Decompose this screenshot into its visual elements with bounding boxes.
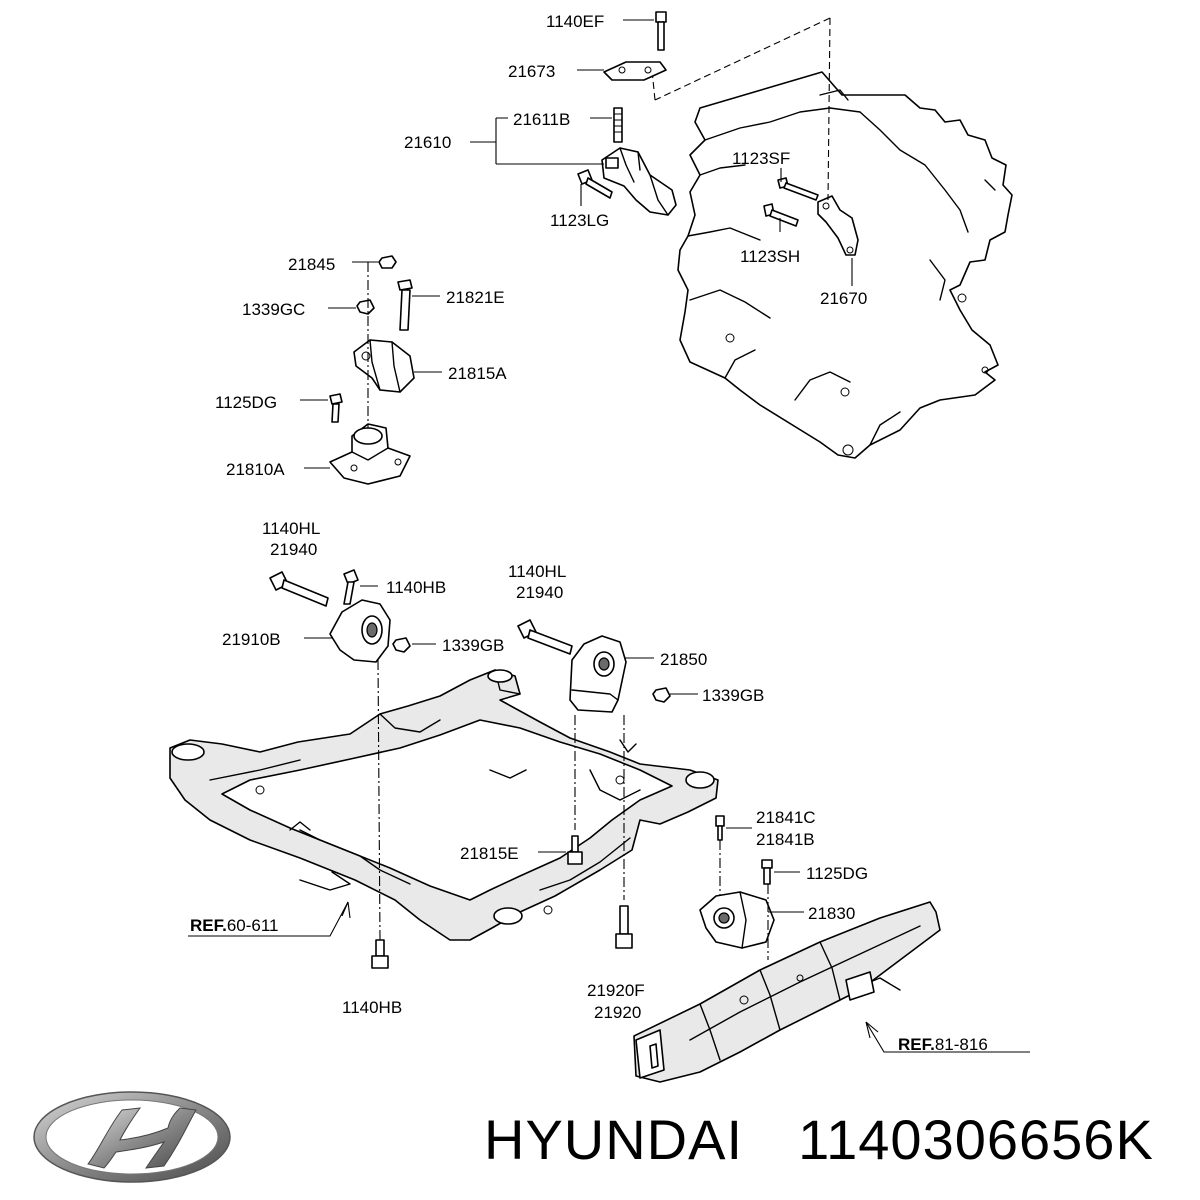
bolt-1123SF xyxy=(777,177,819,201)
label-21920F: 21920F xyxy=(587,981,645,1000)
bolt-1125DG-lower xyxy=(761,859,773,885)
label-1140HB-lower: 1140HB xyxy=(342,998,402,1017)
bolt-1125DG-upper xyxy=(329,393,343,423)
bolt-1140HB-upper xyxy=(343,569,359,605)
mount-21830 xyxy=(699,891,775,949)
bolt-1140HB-lower xyxy=(371,939,389,969)
label-21810A: 21810A xyxy=(226,460,285,479)
label-1339GB-right: 1339GB xyxy=(702,686,764,705)
bolt-1123SH xyxy=(763,203,799,227)
label-1123LG: 1123LG xyxy=(550,211,609,230)
mount-21850 xyxy=(569,635,627,713)
label-21940-left: 21940 xyxy=(270,540,317,559)
side-rail-81-816 xyxy=(633,901,941,1083)
label-21920: 21920 xyxy=(594,1003,641,1022)
reference-label-60-611: REF.60-611 xyxy=(190,916,279,935)
label-1140HL-right: 1140HL xyxy=(508,562,566,581)
label-1123SF: 1123SF xyxy=(732,149,790,168)
label-1125DG-upper: 1125DG xyxy=(215,393,277,412)
label-21841B: 21841B xyxy=(756,830,815,849)
front-subframe xyxy=(169,669,719,941)
label-21830: 21830 xyxy=(808,904,855,923)
part-labels: 1140EF 21673 21611B 21610 1123LG 1123SF … xyxy=(190,12,988,1054)
label-1123SH: 1123SH xyxy=(740,247,800,266)
label-1140HL-left: 1140HL xyxy=(262,519,320,538)
label-1140EF: 1140EF xyxy=(546,12,604,31)
bolt-1140HL-right xyxy=(517,619,573,655)
label-21845: 21845 xyxy=(288,255,335,274)
label-21673: 21673 xyxy=(508,62,555,81)
label-21815E: 21815E xyxy=(460,844,519,863)
label-21610: 21610 xyxy=(404,133,451,152)
hyundai-logo-icon xyxy=(33,1091,231,1183)
bolt-21815E xyxy=(567,835,583,865)
label-1140HB-upper: 1140HB xyxy=(386,578,446,597)
part-number-title: HYUNDAI 1140306656K xyxy=(484,1108,1154,1172)
label-21815A: 21815A xyxy=(448,364,507,383)
label-21821E: 21821E xyxy=(446,288,505,307)
bracket-21673 xyxy=(603,61,667,81)
bracket-21670 xyxy=(817,195,859,256)
mount-insulator-21810A xyxy=(329,423,411,485)
label-1339GB-left: 1339GB xyxy=(442,636,504,655)
label-21841C: 21841C xyxy=(756,808,816,827)
nut-1339GC xyxy=(356,299,375,315)
label-21670: 21670 xyxy=(820,289,867,308)
bolt-1140EF xyxy=(655,11,667,51)
leader-lines xyxy=(188,19,1030,1053)
brand-name: HYUNDAI xyxy=(484,1108,744,1171)
bolt-1140HL-left xyxy=(269,571,329,607)
bolt-21821E xyxy=(397,279,413,331)
label-1339GC: 1339GC xyxy=(242,300,305,319)
mount-21910B xyxy=(329,599,391,663)
centerline xyxy=(377,659,381,941)
label-21940-right: 21940 xyxy=(516,583,563,602)
label-1125DG-lower: 1125DG xyxy=(806,864,868,883)
label-21611B: 21611B xyxy=(513,110,570,129)
nut-21845 xyxy=(378,255,397,269)
bracket-21815A xyxy=(353,339,415,393)
part-number: 1140306656K xyxy=(798,1108,1154,1171)
nut-1339GB-left xyxy=(392,637,411,653)
label-21910B: 21910B xyxy=(222,630,281,649)
alignment-line xyxy=(827,17,831,201)
stud-21611B xyxy=(613,107,623,143)
bolt-21841 xyxy=(715,815,725,841)
bolt-1123LG xyxy=(577,169,613,199)
reference-label-81-816: REF.81-816 xyxy=(898,1035,988,1054)
mount-bracket-21610 xyxy=(601,147,677,216)
bolt-21920F xyxy=(615,905,633,949)
engine-block-drawing xyxy=(677,71,1013,459)
label-21850: 21850 xyxy=(660,650,707,669)
nut-1339GB-right xyxy=(652,687,671,703)
